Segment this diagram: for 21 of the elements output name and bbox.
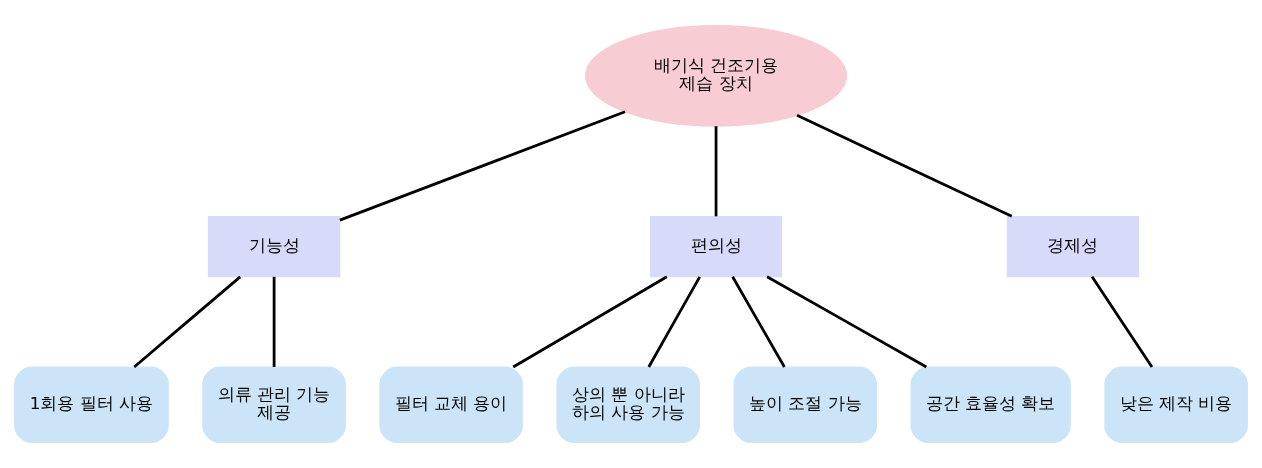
connector <box>647 276 701 368</box>
node-box: 기능성 <box>207 215 341 278</box>
connector <box>714 126 718 217</box>
connector <box>731 276 786 368</box>
node-box: 높이 조절 가능 <box>733 366 878 444</box>
connector <box>796 114 1013 218</box>
node-ellipse: 배기식 건조기용 제습 장치 <box>585 24 848 127</box>
node-box: 편의성 <box>649 215 783 278</box>
connector <box>272 276 276 367</box>
node-box: 경제성 <box>1006 215 1140 278</box>
connector <box>339 110 626 222</box>
connector <box>133 275 242 369</box>
connector <box>766 275 928 369</box>
node-box: 의류 관리 기능 제공 <box>202 366 346 444</box>
node-box: 공간 효율성 확보 <box>910 366 1071 444</box>
connector <box>512 275 668 369</box>
node-box: 낮은 제작 비용 <box>1104 366 1248 444</box>
node-box: 상의 뿐 아니라 하의 사용 가능 <box>556 366 700 444</box>
node-box: 1회용 필터 사용 <box>14 366 169 444</box>
connector <box>1090 276 1154 368</box>
node-box: 필터 교체 용이 <box>379 366 523 444</box>
